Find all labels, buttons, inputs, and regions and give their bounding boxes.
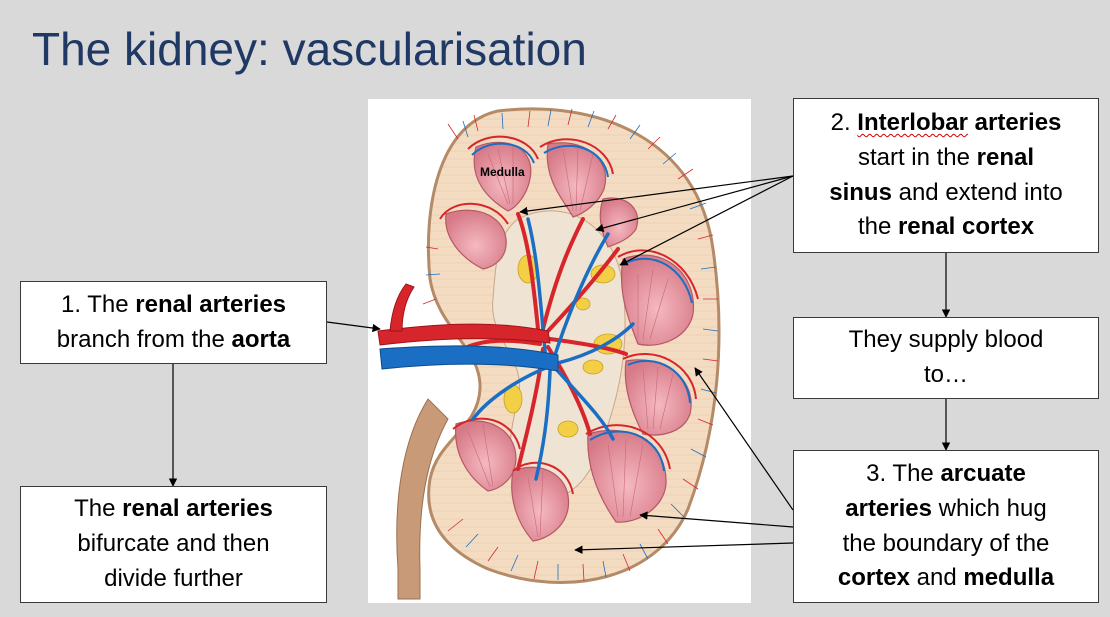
box-bold-text: Interlobar [857,108,968,136]
box-text: branch from the [56,325,232,353]
cortical-vessels [422,108,719,582]
box-bold-text: renal arteries [135,290,287,318]
box-bold-text: renal cortex [897,213,1035,241]
box-text: 1. The [60,290,136,318]
renal-arteries-box: 1. The renal arteries branch from the ao… [20,281,327,364]
box-bold-text: arteries [845,494,932,522]
box-text: to… [923,361,968,388]
slide-title: The kidney: vascularisation [32,23,587,75]
box-text: which hug [931,494,1047,522]
arcuate-box: 3. The arcuate arteries which hug the bo… [793,450,1099,603]
artery-branch-up [389,283,415,332]
box-bold-text: arcuate [940,459,1026,487]
box-bold-text: medulla [963,564,1055,592]
box-text: the boundary of the [842,529,1050,557]
pyramid-striations [467,145,674,538]
box-text: 3. The [866,459,941,487]
box-text: and extend into [891,178,1063,206]
box-text: The [74,495,123,523]
box-bold-text: aorta [231,325,291,353]
box-text: divide further [104,564,243,592]
interlobar-box: 2. Interlobar arteries start in the rena… [793,98,1099,253]
box-bold-text: renal [976,143,1035,171]
box-text: bifurcate and then [77,530,270,558]
medulla-label: Medulla [480,165,525,179]
box-text: and [909,564,964,592]
box-text: the [857,213,898,241]
renal-artery [377,323,551,346]
box-text: 2. [830,108,858,136]
box-bold-text: renal arteries [122,495,273,523]
box-bold-text: cortex [837,564,910,592]
supply-box: They supply blood to… [793,317,1099,399]
renal-vein [379,345,559,372]
kidney-illustration: Medulla [368,99,751,603]
box-text: start in the [857,143,977,171]
box-bold-text: arteries [967,108,1062,136]
box-text: They supply blood [848,326,1044,354]
bifurcate-box: The renal arteries bifurcate and then di… [20,486,327,603]
ureter [396,398,449,600]
box-bold-text: sinus [829,178,892,206]
